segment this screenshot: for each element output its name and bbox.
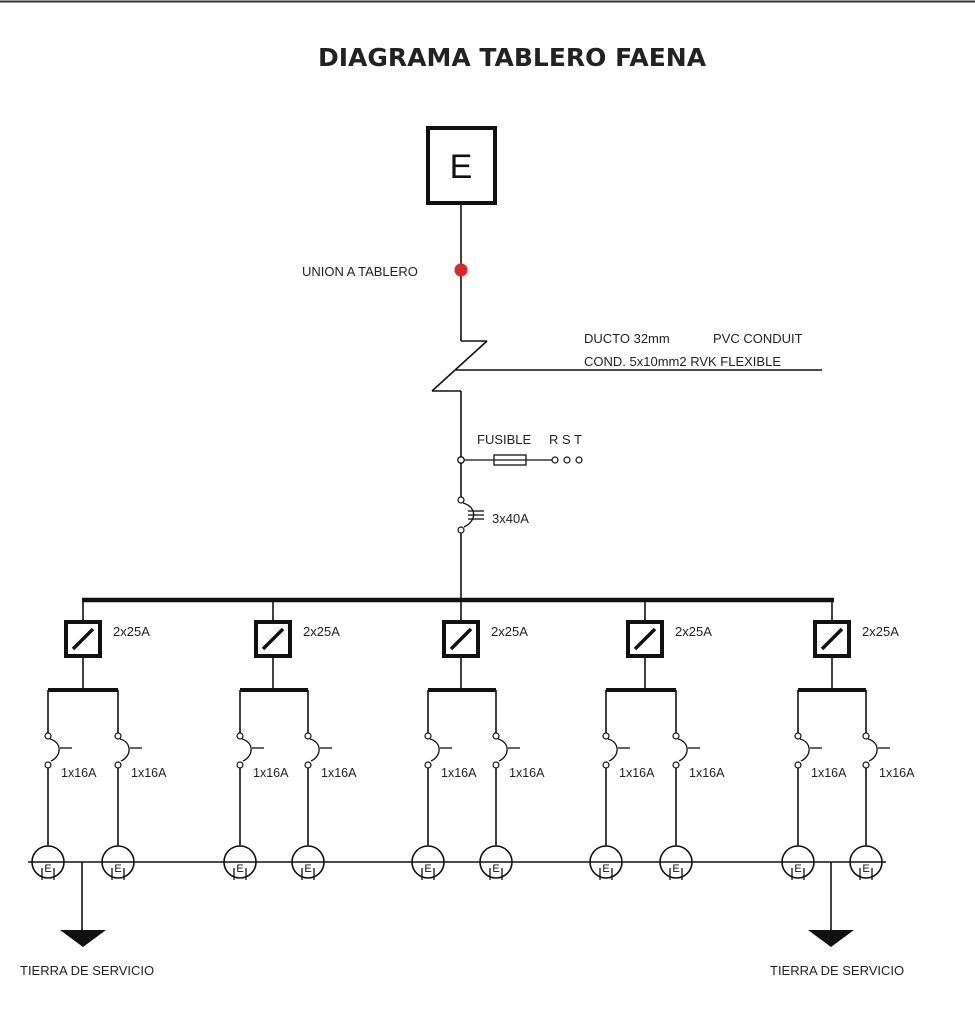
circuit-breaker-contact bbox=[862, 732, 870, 740]
circuit-breaker-contact bbox=[672, 732, 680, 740]
feeder-spec-conductor: COND. 5x10mm2 RVK FLEXIBLE bbox=[584, 354, 781, 369]
ground-symbol-right bbox=[808, 862, 854, 947]
circuit-breaker-contact bbox=[304, 761, 312, 769]
outlet-label: E bbox=[114, 863, 121, 875]
outlet-label: E bbox=[602, 863, 609, 875]
outlet-pins bbox=[41, 868, 55, 880]
union-label: UNION A TABLERO bbox=[302, 264, 418, 279]
fuse-label: FUSIBLE bbox=[477, 432, 532, 447]
branch-breaker-rating: 2x25A bbox=[303, 624, 340, 639]
circuit-breaker-contact bbox=[114, 732, 122, 740]
outlet-pins bbox=[301, 868, 315, 880]
circuit-breaker-arc bbox=[49, 738, 60, 762]
feeder-spec-duct: DUCTO 32mm bbox=[584, 331, 670, 346]
circuit-breaker-rating: 1x16A bbox=[619, 766, 655, 780]
branch-breaker-diagonal bbox=[633, 627, 657, 651]
circuit-breaker-rating: 1x16A bbox=[879, 766, 915, 780]
diagram-title: DIAGRAMA TABLERO FAENA bbox=[318, 43, 707, 72]
circuit-breaker-rating: 1x16A bbox=[441, 766, 477, 780]
union-point-marker bbox=[454, 263, 468, 277]
outlet-label: E bbox=[304, 863, 311, 875]
circuit-breaker-contact bbox=[304, 732, 312, 740]
outlet-pins bbox=[111, 868, 125, 880]
outlet-pins bbox=[489, 868, 503, 880]
circuit-breaker-rating: 1x16A bbox=[811, 766, 847, 780]
circuit-breaker-arc bbox=[429, 738, 440, 762]
branch-breaker-diagonal bbox=[261, 627, 285, 651]
circuit-breaker-rating: 1x16A bbox=[509, 766, 545, 780]
feeder-spec-conduit: PVC CONDUIT bbox=[713, 331, 803, 346]
main-breaker-rating: 3x40A bbox=[492, 511, 529, 526]
branch-breaker-rating: 2x25A bbox=[113, 624, 150, 639]
branch-breaker-diagonal bbox=[820, 627, 844, 651]
circuit-breaker-arc bbox=[677, 738, 688, 762]
circuit-breaker-arc bbox=[241, 738, 252, 762]
fuse-phases-label: R S T bbox=[549, 432, 582, 447]
outlet-label: E bbox=[672, 863, 679, 875]
circuit-breaker-contact bbox=[672, 761, 680, 769]
circuit-breaker-contact bbox=[236, 761, 244, 769]
outlet-pins bbox=[599, 868, 613, 880]
outlet-pins bbox=[421, 868, 435, 880]
branch-breaker-rating: 2x25A bbox=[491, 624, 528, 639]
main-breaker-symbol bbox=[457, 496, 484, 534]
circuit-breaker-rating: 1x16A bbox=[253, 766, 289, 780]
circuit-breaker-rating: 1x16A bbox=[131, 766, 167, 780]
outlet-pins bbox=[859, 868, 873, 880]
outlet-pins bbox=[791, 868, 805, 880]
outlet-label: E bbox=[44, 863, 51, 875]
circuit-breaker-rating: 1x16A bbox=[321, 766, 357, 780]
branch-breaker-diagonal bbox=[449, 627, 473, 651]
fuse-symbol bbox=[457, 454, 583, 466]
circuit-breaker-contact bbox=[492, 761, 500, 769]
circuit-breaker-arc bbox=[607, 738, 618, 762]
circuit-breaker-arc bbox=[497, 738, 508, 762]
feeder-break-symbol bbox=[431, 340, 822, 392]
circuit-breaker-rating: 1x16A bbox=[61, 766, 97, 780]
ground-label-right: TIERRA DE SERVICIO bbox=[770, 963, 904, 978]
outlet-label: E bbox=[424, 863, 431, 875]
ground-label-left: TIERRA DE SERVICIO bbox=[20, 963, 154, 978]
outlet-label: E bbox=[862, 863, 869, 875]
outlet-pins bbox=[669, 868, 683, 880]
meter-box: E bbox=[426, 126, 497, 205]
branch-breaker-diagonal bbox=[71, 627, 95, 651]
circuit-breaker-contact bbox=[424, 732, 432, 740]
circuit-breaker-contact bbox=[492, 732, 500, 740]
ground-symbol-left bbox=[60, 862, 106, 947]
circuit-breaker-arc bbox=[119, 738, 130, 762]
circuit-breaker-arc bbox=[867, 738, 878, 762]
outlet-label: E bbox=[236, 863, 243, 875]
circuit-breaker-contact bbox=[602, 732, 610, 740]
branch-circuits: 2x25A 1x16A E 1x16A E 2x25A 1x16A E 1x16A E 2x25A 1… bbox=[31, 600, 915, 880]
circuit-breaker-contact bbox=[424, 761, 432, 769]
outlet-label: E bbox=[492, 863, 499, 875]
circuit-breaker-rating: 1x16A bbox=[689, 766, 725, 780]
circuit-breaker-contact bbox=[794, 732, 802, 740]
circuit-breaker-contact bbox=[794, 761, 802, 769]
circuit-breaker-arc bbox=[309, 738, 320, 762]
circuit-breaker-contact bbox=[862, 761, 870, 769]
branch-breaker-rating: 2x25A bbox=[675, 624, 712, 639]
circuit-breaker-contact bbox=[44, 732, 52, 740]
circuit-breaker-contact bbox=[44, 761, 52, 769]
meter-label: E bbox=[450, 148, 473, 186]
circuit-breaker-contact bbox=[114, 761, 122, 769]
branch-breaker-rating: 2x25A bbox=[862, 624, 899, 639]
circuit-breaker-contact bbox=[602, 761, 610, 769]
circuit-breaker-arc bbox=[799, 738, 810, 762]
circuit-breaker-contact bbox=[236, 732, 244, 740]
outlet-label: E bbox=[794, 863, 801, 875]
outlet-pins bbox=[233, 868, 247, 880]
